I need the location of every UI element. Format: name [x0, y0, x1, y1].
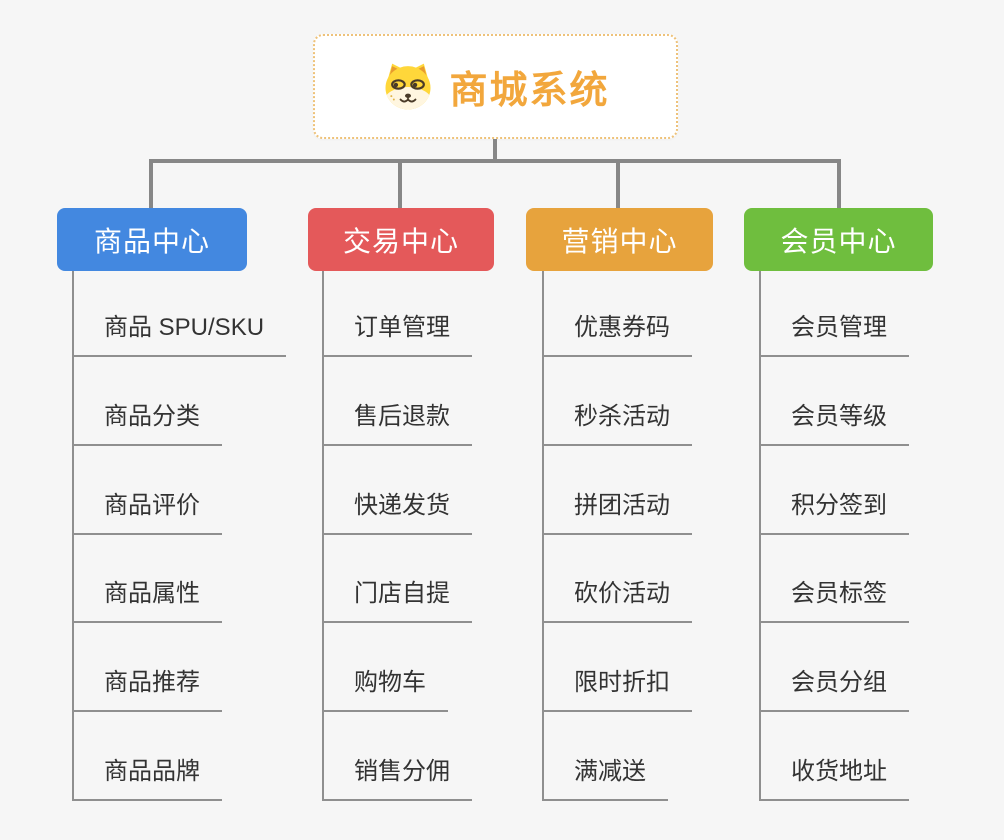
leaf-node[interactable]: 优惠券码 [542, 311, 692, 357]
branch-vertical-line [72, 271, 74, 801]
category-node-member-center[interactable]: 会员中心 [744, 208, 933, 271]
connector-stub-member-center [837, 159, 841, 208]
leaf-node[interactable]: 限时折扣 [542, 666, 692, 712]
leaf-node[interactable]: 售后退款 [322, 400, 472, 446]
root-node-title: 商城系统 [449, 70, 610, 112]
leaf-node[interactable]: 会员标签 [759, 577, 909, 623]
leaf-node[interactable]: 快递发货 [322, 489, 472, 535]
connector-stub-marketing-center [616, 159, 620, 208]
leaf-node[interactable]: 收货地址 [759, 755, 909, 801]
leaf-node[interactable]: 会员分组 [759, 666, 909, 712]
leaf-node[interactable]: 积分签到 [759, 489, 909, 535]
branch-vertical-line [542, 271, 544, 801]
connector-root-stub [493, 139, 497, 163]
root-node-mall-system[interactable]: 商城系统 [313, 34, 678, 139]
category-node-marketing-center[interactable]: 营销中心 [526, 208, 713, 271]
leaf-node[interactable]: 订单管理 [322, 311, 472, 357]
category-label: 会员中心 [780, 225, 897, 257]
leaf-node[interactable]: 商品属性 [72, 577, 222, 623]
leaf-node[interactable]: 拼团活动 [542, 489, 692, 535]
leaf-node[interactable]: 购物车 [322, 666, 448, 712]
branch-vertical-line [322, 271, 324, 801]
category-node-trade-center[interactable]: 交易中心 [308, 208, 494, 271]
leaf-node[interactable]: 商品推荐 [72, 666, 222, 712]
leaf-node[interactable]: 满减送 [542, 755, 668, 801]
leaf-node[interactable]: 会员等级 [759, 400, 909, 446]
leaf-node[interactable]: 门店自提 [322, 577, 472, 623]
leaf-node[interactable]: 商品品牌 [72, 755, 222, 801]
category-label: 营销中心 [561, 225, 678, 257]
category-node-product-center[interactable]: 商品中心 [57, 208, 247, 271]
connector-stub-trade-center [398, 159, 402, 208]
leaf-node[interactable]: 商品 SPU/SKU [72, 311, 287, 357]
shiba-dog-icon [385, 63, 431, 109]
leaf-node[interactable]: 商品评价 [72, 489, 222, 535]
leaf-node[interactable]: 销售分佣 [322, 755, 472, 801]
connector-horizontal-bus [149, 159, 841, 163]
leaf-node[interactable]: 会员管理 [759, 311, 909, 357]
leaf-node[interactable]: 砍价活动 [542, 577, 692, 623]
branch-vertical-line [759, 271, 761, 801]
leaf-node[interactable]: 商品分类 [72, 400, 222, 446]
category-label: 交易中心 [342, 225, 459, 257]
category-label: 商品中心 [93, 225, 210, 257]
connector-stub-product-center [149, 159, 153, 208]
leaf-node[interactable]: 秒杀活动 [542, 400, 692, 446]
